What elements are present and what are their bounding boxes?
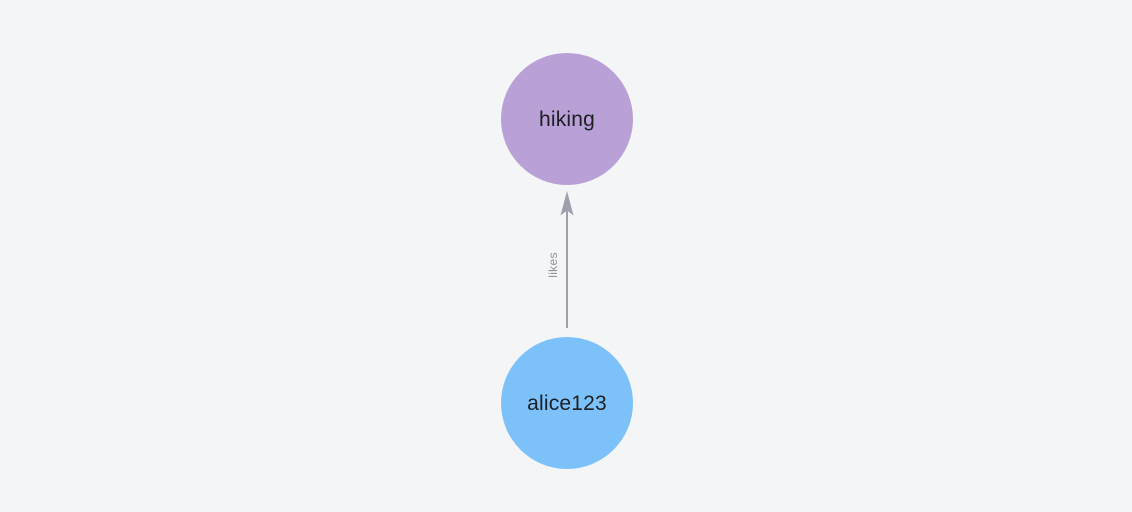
node-alice123[interactable]: alice123 bbox=[501, 337, 633, 469]
edge-label: likes bbox=[546, 252, 560, 278]
node-hiking-label: hiking bbox=[538, 107, 596, 131]
edge-arrowhead-icon bbox=[560, 191, 574, 216]
edge-likes: likes bbox=[540, 191, 584, 329]
node-hiking[interactable]: hiking bbox=[501, 53, 633, 185]
node-alice123-label: alice123 bbox=[527, 391, 607, 415]
arrow-up-icon bbox=[560, 191, 574, 328]
